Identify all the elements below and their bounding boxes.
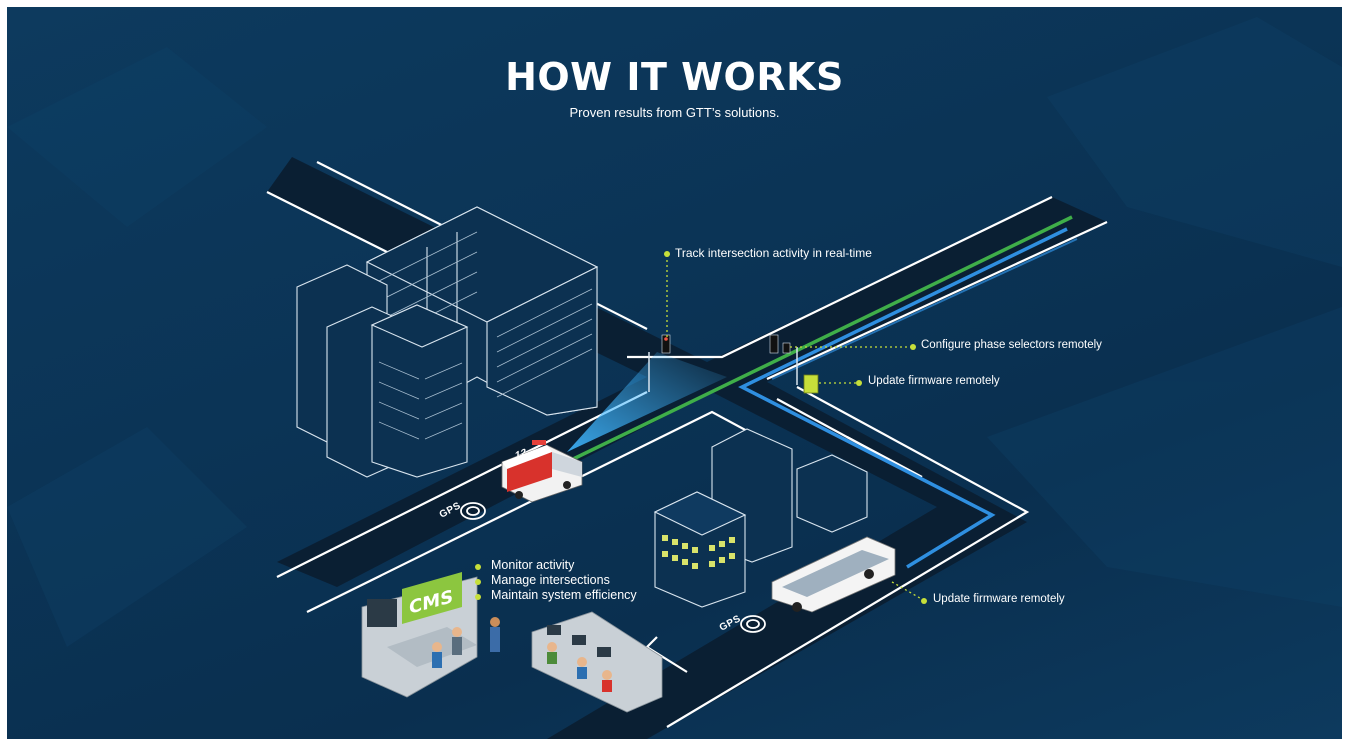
firmware-cabinet <box>803 374 819 394</box>
infographic-canvas: HOW IT WORKS Proven results from GTT’s s… <box>7 7 1342 739</box>
callout-configure: Configure phase selectors remotely <box>921 339 1102 351</box>
page-subtitle: Proven results from GTT’s solutions. <box>569 105 780 120</box>
gps-signal-icons <box>460 502 766 633</box>
cms-control-room <box>361 572 663 713</box>
cms-bullet-3: Maintain system efficiency <box>491 588 637 602</box>
callout-firmware-bus: Update firmware remotely <box>933 593 1065 605</box>
detection-beam <box>567 352 727 452</box>
apartment-windows <box>378 361 463 440</box>
page-title: HOW IT WORKS <box>505 55 844 99</box>
cms-bullet-1: Monitor activity <box>491 558 575 572</box>
bus <box>771 536 896 613</box>
blue-route-line <box>738 227 1068 569</box>
leader-lines <box>666 255 926 602</box>
cms-bullet-2: Manage intersections <box>491 573 610 587</box>
callout-firmware-top: Update firmware remotely <box>868 375 1000 387</box>
cms-bullet-dot-3 <box>475 594 481 600</box>
traffic-signal-left <box>648 334 671 392</box>
city-scene <box>7 17 1342 739</box>
city-block-buildings <box>653 428 868 608</box>
background-texture <box>7 17 1342 647</box>
callout-dot-firmware-top <box>856 380 862 386</box>
cms-bullet-dot-2 <box>475 579 481 585</box>
blue-route-line-2 <box>771 238 1078 380</box>
traffic-signal-right <box>769 334 798 385</box>
lit-windows <box>662 535 735 569</box>
callout-track: Track intersection activity in real-time <box>675 246 872 260</box>
apartment-buildings <box>296 264 469 478</box>
cms-bullet-dot-1 <box>475 564 481 570</box>
ambulance <box>501 440 583 503</box>
callout-dot-track <box>664 251 670 257</box>
green-route-line <box>566 215 1073 464</box>
callout-dot-firmware-bus <box>921 598 927 604</box>
callout-dot-configure <box>910 344 916 350</box>
